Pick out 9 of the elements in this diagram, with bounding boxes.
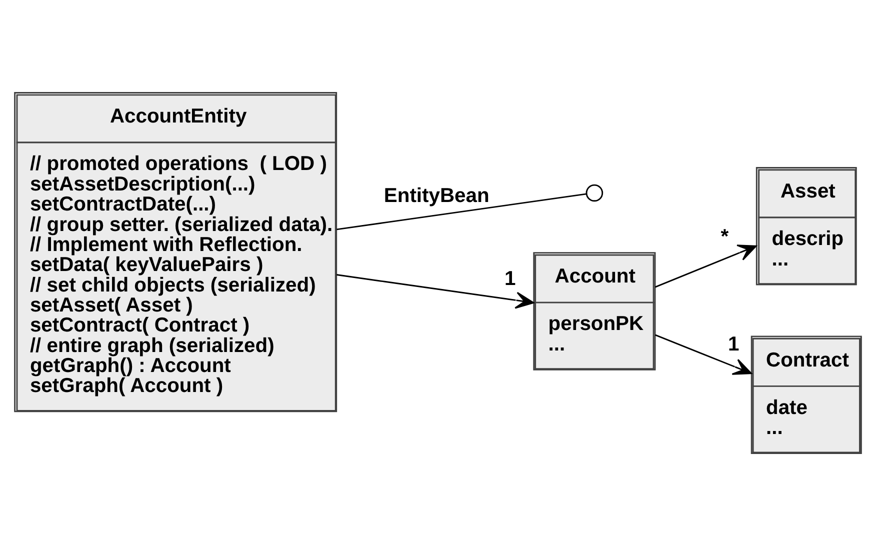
edge-label: 1 [504, 268, 516, 290]
arrow [654, 334, 752, 375]
arrow [336, 274, 534, 309]
connector [336, 193, 587, 230]
edge-label: 1 [728, 334, 740, 356]
arrow [654, 244, 757, 288]
edge-label: EntityBean [384, 184, 490, 207]
node-circle [586, 184, 604, 202]
edge-label: * [720, 226, 729, 248]
